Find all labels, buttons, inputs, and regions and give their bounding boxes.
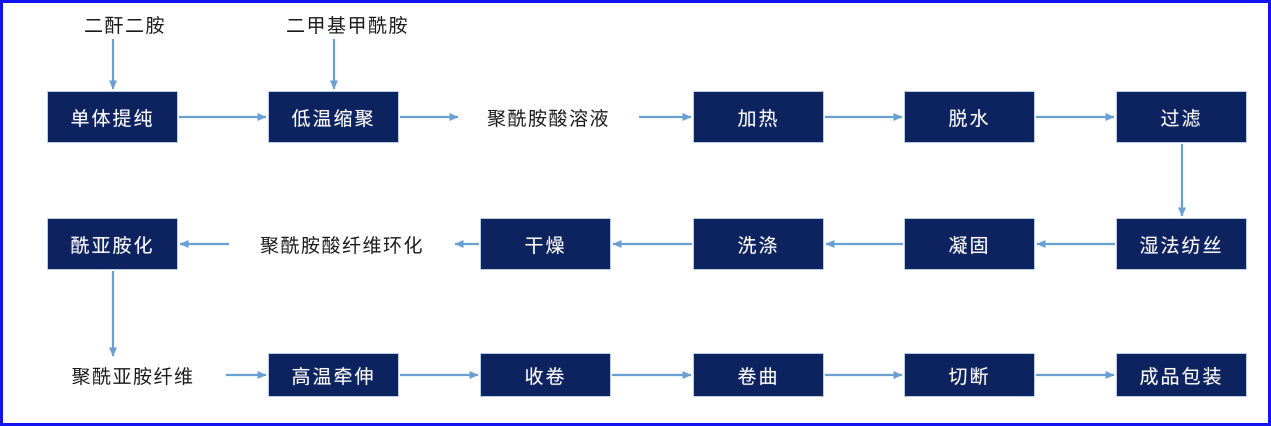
label-polyamic-acid-solution: 聚酰胺酸溶液 [486, 108, 610, 130]
node-wet-spinning[interactable]: 湿法纺丝 [1116, 218, 1247, 270]
node-high-temp-drawing[interactable]: 高温牵伸 [268, 353, 399, 397]
node-filtration[interactable]: 过滤 [1116, 91, 1247, 143]
node-monomer-purification[interactable]: 单体提纯 [47, 91, 178, 143]
node-low-temp-polycondensation[interactable]: 低温缩聚 [268, 91, 399, 143]
node-winding[interactable]: 收卷 [480, 353, 611, 397]
node-finished-packaging[interactable]: 成品包装 [1116, 353, 1247, 397]
label-dimethylformamide: 二甲基甲酰胺 [285, 15, 409, 37]
node-crimping[interactable]: 卷曲 [693, 353, 824, 397]
node-cutting[interactable]: 切断 [904, 353, 1035, 397]
node-heating[interactable]: 加热 [693, 91, 824, 143]
node-imidization[interactable]: 酰亚胺化 [47, 218, 178, 270]
node-coagulation[interactable]: 凝固 [904, 218, 1035, 270]
node-washing[interactable]: 洗涤 [693, 218, 824, 270]
node-dehydration[interactable]: 脱水 [904, 91, 1035, 143]
label-dianhydride-diamine: 二酐二胺 [83, 15, 166, 37]
label-polyimide-fiber: 聚酰亚胺纤维 [71, 366, 195, 388]
node-drying[interactable]: 干燥 [480, 218, 611, 270]
label-polyamic-acid-fiber-cyclization: 聚酰胺酸纤维环化 [259, 235, 424, 257]
